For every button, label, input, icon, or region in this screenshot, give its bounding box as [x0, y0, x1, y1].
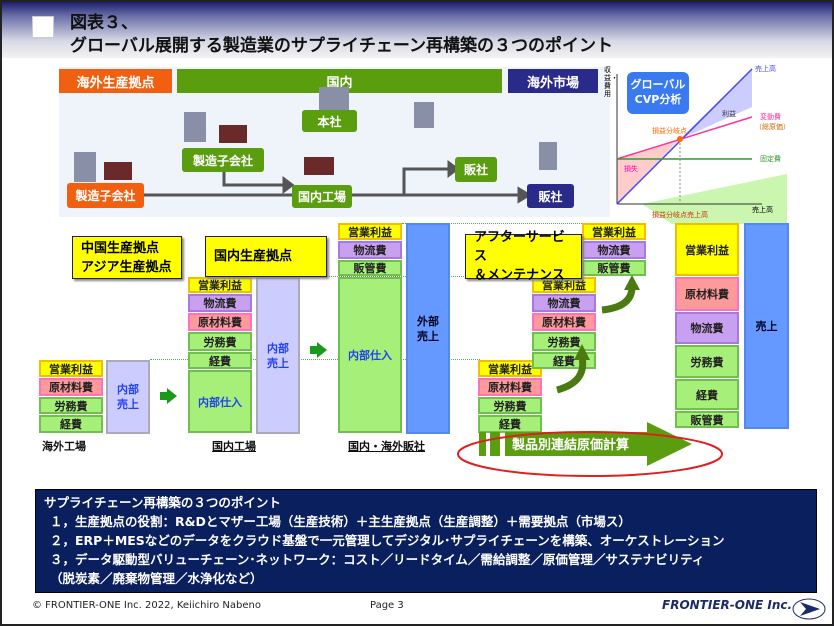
key-points-box: サプライチェーン再構築の３つのポイント １，生産拠点の役割：R&Dとマザー工場（…: [35, 489, 817, 593]
cost-block: 経費: [188, 352, 252, 369]
cost-block: 営業利益: [675, 223, 739, 276]
cost-block: 内部仕入: [188, 370, 252, 433]
column-caption: 国内・海外販社: [348, 440, 425, 453]
footer-brand: FRONTIER-ONE Inc.: [662, 598, 793, 612]
cost-block: 労務費: [39, 397, 103, 414]
cost-block: 販管費: [675, 411, 739, 428]
node-headquarters: 本社: [302, 110, 357, 132]
green-gradient: [642, 174, 787, 224]
cvp-profit-label: 利益: [722, 110, 736, 118]
variable-cost-line: [616, 116, 753, 160]
cost-block: 原材料費: [478, 378, 542, 396]
cvp-title: グローバル CVP分析: [627, 72, 689, 114]
sales-line: [616, 68, 753, 205]
cost-block: 物流費: [338, 241, 402, 259]
sales-block: 外部 売上: [406, 223, 450, 434]
header-overseas-market: 海外市場: [508, 69, 598, 93]
key-point-2: ２，ERP＋MESなどのデータをクラウド基盤で一元管理してデジタル･サプライチェ…: [50, 533, 725, 548]
key-point-1: １，生産拠点の役割：R&Dとマザー工場（生産技術）＋主生産拠点（生産調整）＋需要…: [50, 514, 631, 529]
cvp-loss-label: 損失: [624, 165, 638, 173]
cost-block: 原材料費: [188, 313, 252, 331]
big-arrow: [457, 422, 723, 477]
page-title: グローバル展開する製造業のサプライチェーン再構築の３つのポイント: [70, 36, 613, 56]
node-sales-company: 販社: [455, 157, 497, 182]
sales-block: 内部 売上: [106, 360, 150, 434]
footer-copyright: © FRONTIER-ONE Inc. 2022, Keiichiro Nabe…: [32, 600, 261, 611]
curved-arrows-icon: [555, 275, 640, 394]
title-line1: 図表３、: [70, 13, 138, 33]
cost-block: 物流費: [675, 312, 739, 344]
key-point-3: ３，データ駆動型バリューチェーン･ネットワーク：コスト／リードタイム／需給調整／…: [50, 552, 705, 567]
cvp-sales-label: 売上高: [755, 65, 776, 73]
big-arrow-label: 製品別連結原価計算: [512, 438, 630, 453]
cvp-bep-sales-label: 損益分岐点売上高: [652, 211, 708, 219]
cost-block: 物流費: [532, 294, 596, 312]
cost-block: 原材料費: [675, 277, 739, 311]
node-overseas-sales: 販社: [527, 184, 574, 208]
cost-block: 経費: [39, 415, 103, 433]
cost-block: 経費: [675, 379, 739, 410]
cost-block: 労務費: [188, 332, 252, 351]
cvp-fixed-label: 固定費: [760, 155, 781, 163]
sales-block: 売上: [744, 223, 789, 429]
bep-point: [677, 136, 683, 142]
label-after-service: アフターサービス ＆メンテナンス: [465, 230, 582, 283]
cost-block: 内部仕入: [338, 277, 402, 433]
world-map-panel: 海外生産拠点 国内 海外市場 本社 製造子会社 国内工場 販社 販社 製造子会社: [59, 67, 610, 217]
cvp-variable-note: （総原価）: [755, 123, 790, 131]
cvp-y-label: 収益・費用: [604, 66, 618, 98]
brand-logo: [792, 598, 826, 620]
cost-block: 物流費: [188, 294, 252, 312]
column-caption: 国内工場: [212, 440, 256, 453]
cost-block: 物流費: [582, 241, 646, 259]
label-china-asia: 中国生産拠点 アジア生産拠点: [72, 236, 182, 279]
cost-block: 営業利益: [338, 223, 402, 240]
factory-icons: [104, 125, 334, 180]
footer-page: Page 3: [370, 600, 404, 611]
cvp-chart: グローバル CVP分析 収益・費用 売上高 利益 変動費 （総原価） 損益分岐点…: [604, 64, 790, 224]
guide-line: [252, 276, 532, 277]
cost-block: 販管費: [338, 260, 402, 276]
title-decoration: [32, 16, 54, 38]
title-bar: 図表３、 グローバル展開する製造業のサプライチェーン再構築の３つのポイント: [2, 2, 832, 58]
highlight-ellipse: [457, 431, 723, 477]
arrow-right-icon: [317, 342, 327, 358]
cost-block: 営業利益: [39, 360, 103, 377]
cost-block: 営業利益: [188, 277, 252, 293]
column-caption: 海外工場: [42, 440, 86, 453]
key-points-heading: サプライチェーン再構築の３つのポイント: [44, 495, 281, 510]
cost-block: 労務費: [532, 332, 596, 351]
label-domestic-production: 国内生産拠点: [205, 236, 327, 277]
node-domestic-subsidiary: 製造子会社: [182, 148, 264, 172]
cost-block: 営業利益: [478, 360, 542, 377]
sales-block: 内部 売上: [256, 277, 300, 434]
node-domestic-factory: 国内工場: [292, 185, 352, 208]
arrow-right-icon: [167, 388, 177, 404]
guide-line: [402, 223, 582, 224]
cost-block: 原材料費: [532, 313, 596, 331]
cost-block: 労務費: [675, 345, 739, 378]
cvp-variable-label: 変動費: [760, 113, 781, 121]
cvp-bep-label: 損益分岐点: [652, 127, 687, 135]
header-overseas-production: 海外生産拠点: [59, 69, 172, 93]
cost-block: 販管費: [582, 260, 646, 276]
cvp-x-label: 売上高: [752, 206, 773, 214]
key-point-3-note: （脱炭素／廃棄物管理／水浄化など）: [50, 571, 263, 586]
cost-block: 労務費: [478, 397, 542, 414]
node-overseas-subsidiary: 製造子会社: [67, 183, 144, 208]
cost-block: 原材料費: [39, 378, 103, 396]
guide-line: [150, 359, 480, 360]
cost-block: 営業利益: [582, 223, 646, 240]
